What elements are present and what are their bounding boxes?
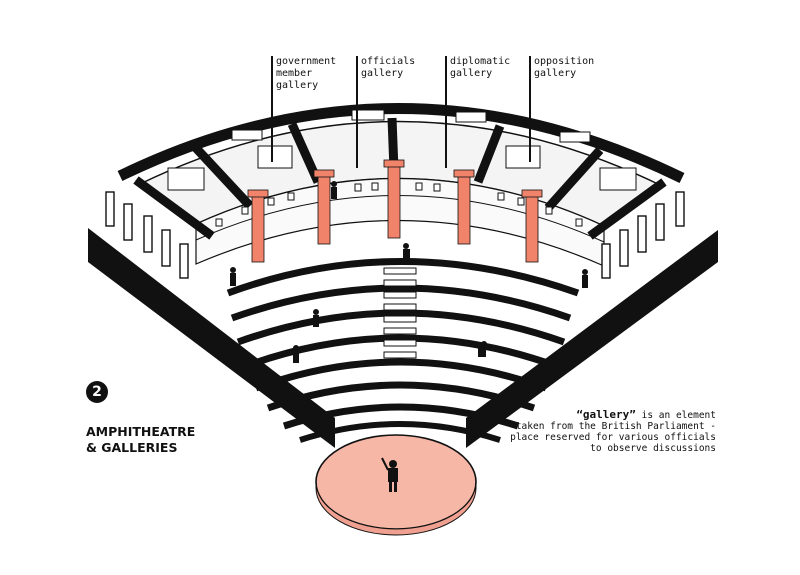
section-title: AMPHITHEATRE & GALLERIES — [86, 424, 195, 456]
note-keyword: “gallery” — [576, 408, 636, 421]
leader-opposition — [529, 56, 531, 162]
note-line3: place reserved for various officials — [510, 432, 716, 443]
label-government-member-gallery: government member gallery — [276, 56, 337, 91]
label-opposition-gallery: opposition gallery — [534, 56, 595, 79]
note-line4: to observe discussions — [590, 443, 716, 454]
section-title-line2: & GALLERIES — [86, 440, 178, 455]
leader-government — [271, 56, 273, 162]
speaker-figure — [381, 457, 398, 492]
note-line1-rest: is an element — [635, 410, 716, 421]
note-line2: taken from the British Parliament - — [515, 421, 716, 432]
people — [230, 181, 588, 363]
leader-officials — [356, 56, 358, 168]
gallery-ring — [117, 103, 685, 267]
gallery-note: “gallery” is an element taken from the B… — [456, 409, 716, 454]
outer-columns — [105, 191, 685, 279]
seating-tiers — [226, 258, 580, 443]
base-walls — [88, 228, 718, 448]
label-officials-gallery: officials gallery — [361, 56, 416, 79]
label-diplomatic-gallery: diplomatic gallery — [450, 56, 511, 79]
section-title-line1: AMPHITHEATRE — [86, 424, 196, 439]
orange-columns — [247, 159, 543, 263]
note-line1: “gallery” is an element — [456, 409, 716, 421]
leader-diplomatic — [445, 56, 447, 168]
central-stairs — [383, 267, 417, 359]
section-number-badge: 2 — [86, 381, 108, 403]
